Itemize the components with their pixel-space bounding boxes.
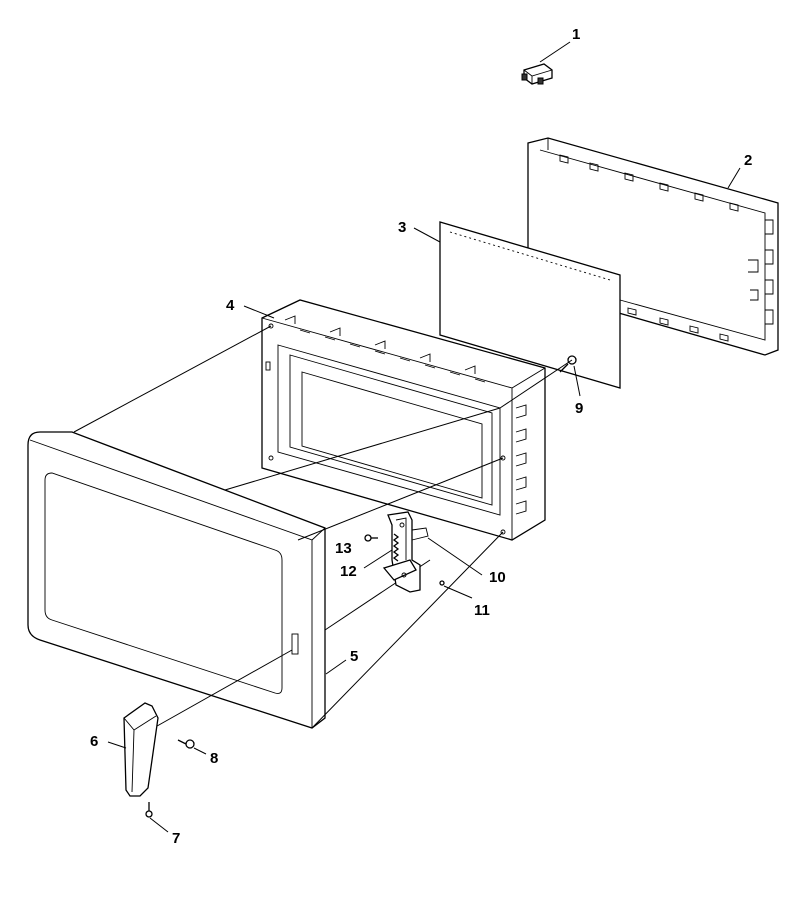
part-5-outer-door bbox=[27, 431, 326, 729]
callout-10: 10 bbox=[489, 569, 506, 586]
callout-7: 7 bbox=[172, 830, 180, 847]
leader-4 bbox=[243, 305, 275, 319]
callout-6: 6 bbox=[90, 733, 98, 750]
leader-10 bbox=[427, 537, 483, 576]
callout-13: 13 bbox=[335, 540, 352, 557]
leader-3 bbox=[413, 227, 441, 243]
callout-5: 5 bbox=[350, 648, 358, 665]
callout-11: 11 bbox=[474, 602, 490, 619]
part-10-latch-lever bbox=[382, 511, 429, 593]
part-3-window-sheet bbox=[439, 221, 621, 389]
part-6-door-handle bbox=[123, 702, 159, 797]
leader-8 bbox=[193, 747, 207, 755]
callout-4: 4 bbox=[226, 297, 235, 314]
part-11-screw bbox=[439, 580, 445, 586]
part-1-latch-clip bbox=[521, 63, 553, 85]
leader-6 bbox=[107, 741, 127, 749]
leader-12 bbox=[363, 549, 393, 569]
part-7-screw bbox=[145, 802, 153, 818]
part-13-screw bbox=[364, 534, 378, 542]
assembly-guide-lines bbox=[73, 325, 573, 731]
callout-2: 2 bbox=[744, 152, 752, 169]
part-12-spring bbox=[392, 533, 400, 562]
callout-3: 3 bbox=[398, 219, 406, 236]
leader-9 bbox=[573, 365, 581, 397]
leader-5 bbox=[325, 659, 347, 675]
callout-8: 8 bbox=[210, 750, 218, 767]
leader-11 bbox=[443, 585, 473, 599]
leader-2 bbox=[727, 167, 741, 189]
callout-1: 1 bbox=[572, 26, 580, 43]
leader-7 bbox=[149, 817, 169, 833]
leader-1 bbox=[539, 41, 571, 63]
callout-12: 12 bbox=[340, 563, 357, 580]
part-4-inner-door-panel bbox=[261, 299, 546, 541]
part-8-screw bbox=[177, 739, 195, 749]
callout-9: 9 bbox=[575, 400, 583, 417]
